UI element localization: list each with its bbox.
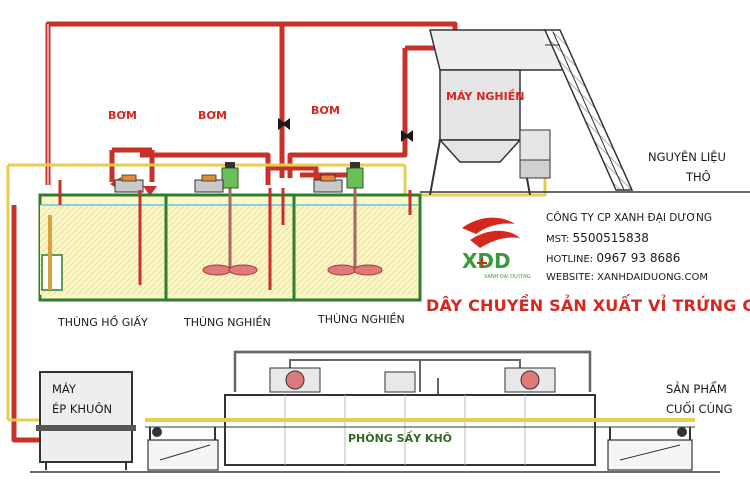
hotline-label: HOTLINE: <box>546 254 594 265</box>
pump-1 <box>114 174 144 193</box>
pulp-tank-label: THÙNG HỒ GIẤY <box>58 316 148 329</box>
logo-tagline: XANH ĐẠI DƯƠNG <box>484 274 531 280</box>
blower-1 <box>269 367 321 393</box>
company-hotline: HOTLINE: 0967 93 8686 <box>546 251 680 265</box>
pump-label-1: BƠM <box>108 109 137 122</box>
blower-2 <box>384 371 416 393</box>
pump-label-2: BƠM <box>198 109 227 122</box>
raw-material-label-1: NGUYÊN LIỆU <box>648 150 726 164</box>
drying-room-label: PHÒNG SẤY KHÔ <box>348 432 452 445</box>
website-label: WEBSITE: <box>546 272 594 283</box>
mst-label: MST: <box>546 234 570 245</box>
logo-letters: XDD <box>462 249 511 273</box>
final-product-label-2: CUỐI CÙNG <box>666 402 733 416</box>
pump-label-3: BƠM <box>311 104 340 117</box>
mixer-left <box>202 162 258 276</box>
mould-machine-label-2: ÉP KHUÔN <box>52 402 113 416</box>
raw-material-label-2: THÔ <box>686 170 711 184</box>
blower-3 <box>504 367 556 393</box>
company-mst: MST: 5500515838 <box>546 231 649 245</box>
final-product-label-1: SẢN PHẨM <box>666 382 727 396</box>
drying-line <box>30 350 720 473</box>
website-value: XANHDAIDUONG.COM <box>597 272 708 283</box>
drying-room-box <box>224 394 596 466</box>
pump-3 <box>313 174 343 193</box>
grinder-label: MÁY NGHIỀN <box>446 90 525 103</box>
grinding-tank-label-2: THÙNG NGHIỀN <box>318 313 405 326</box>
company-website: WEBSITE: XANHDAIDUONG.COM <box>546 272 708 283</box>
mould-press-machine <box>36 371 136 470</box>
mixer-right <box>327 162 383 276</box>
inlet-pipes <box>58 180 412 290</box>
company-name: CÔNG TY CP XANH ĐẠI DƯƠNG <box>546 212 712 224</box>
diagram-title: DÂY CHUYỀN SẢN XUẤT VỈ TRỨNG GIẤY <box>426 296 750 315</box>
grinding-tank-label-1: THÙNG NGHIỀN <box>184 316 271 329</box>
grinder-machine <box>429 29 577 196</box>
mould-machine-label-1: MÁY <box>52 382 76 396</box>
logo-mark: XDD XANH ĐẠI DƯƠNG <box>462 217 531 280</box>
pump-2 <box>194 174 224 193</box>
mst-value: 5500515838 <box>572 231 649 245</box>
conveyor-ramp <box>543 29 634 191</box>
hotline-value: 0967 93 8686 <box>596 251 681 265</box>
